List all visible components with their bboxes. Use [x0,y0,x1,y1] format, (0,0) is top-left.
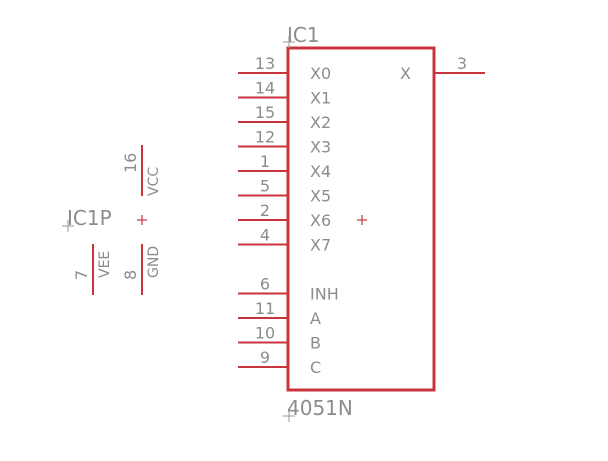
pin-number: 11 [255,299,275,318]
ic1-pin-3[interactable]: 3 X [400,54,485,83]
pin-number: 13 [255,54,275,73]
pin-number: 1 [260,152,270,171]
pin-name: X6 [310,211,331,230]
pin-name: X3 [310,138,331,157]
pin-number: 8 [121,270,140,280]
ic1-pin-2[interactable]: 2 X6 [238,201,331,230]
pin-name: B [310,334,321,353]
ic1-pin-15[interactable]: 15 X2 [238,103,331,132]
pin-number: 15 [255,103,275,122]
pin-number: 5 [260,177,270,196]
ic1-pin-13[interactable]: 13 X0 [238,54,331,83]
ic1-name-label: IC1 [287,23,320,47]
ic1-pin-4[interactable]: 4 X7 [238,226,331,255]
pin-name: X5 [310,187,331,206]
pin-number: 6 [260,275,270,294]
ic1-pin-11[interactable]: 11 A [238,299,321,328]
pin-number: 7 [72,270,91,280]
pin-name: A [310,309,321,328]
ic1-pin-10[interactable]: 10 B [238,324,321,353]
ic1-pin-1[interactable]: 1 X4 [238,152,331,181]
pin-name: X2 [310,113,331,132]
ic1-value-label: 4051N [287,396,353,420]
pin-number: 10 [255,324,275,343]
pin-number: 14 [255,79,275,98]
pin-number: 4 [260,226,270,245]
pin-name: X4 [310,162,331,181]
ic1-pin-12[interactable]: 12 X3 [238,128,331,157]
ic1p-pin-16[interactable]: 16 VCC [121,145,162,196]
pin-name: X7 [310,236,331,255]
ic1p-pin-7[interactable]: 7 VEE [72,244,113,295]
pin-name: INH [310,285,339,304]
pin-name: C [310,358,321,377]
ic1-component[interactable]: IC1 4051N 13 X0 14 X1 15 X2 12 X3 [238,23,485,422]
ic1p-component[interactable]: IC1P 16 VCC 7 VEE 8 GND [62,145,162,295]
pin-number: 9 [260,348,270,367]
ic1p-pin-8[interactable]: 8 GND [121,244,162,295]
ic1-pin-5[interactable]: 5 X5 [238,177,331,206]
ic1-pin-6[interactable]: 6 INH [238,275,339,304]
pin-number: 2 [260,201,270,220]
pin-name: X0 [310,64,331,83]
pin-number: 16 [121,153,140,173]
pin-number: 3 [457,54,467,73]
ic1-pin-9[interactable]: 9 C [238,348,321,377]
pin-number: 12 [255,128,275,147]
pin-name: X [400,64,411,83]
ic1-pin-14[interactable]: 14 X1 [238,79,331,108]
pin-name: X1 [310,89,331,108]
pin-name: VCC [146,167,162,196]
pin-name: VEE [97,251,113,278]
pin-name: GND [146,246,162,278]
ic1p-name-label: IC1P [67,206,112,230]
